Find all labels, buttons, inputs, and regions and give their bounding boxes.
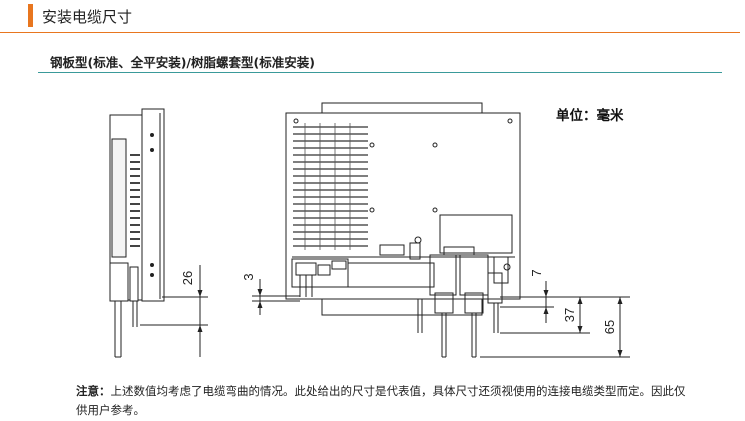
front-dimension-65: 65 — [602, 320, 617, 334]
side-view — [109, 108, 165, 358]
front-dimension-7: 7 — [529, 269, 544, 276]
header-divider — [0, 32, 740, 33]
section-header: 安装电缆尺寸 — [0, 0, 740, 33]
cable-dimension-drawing: 26 — [109, 102, 630, 358]
front-dimension-mid — [500, 297, 590, 334]
side-dimension — [140, 265, 208, 357]
front-dimension-37: 37 — [562, 308, 577, 322]
front-dimension-left — [252, 279, 300, 315]
side-dimension-26: 26 — [180, 271, 195, 285]
note-text: 上述数值均考虑了电缆弯曲的情况。此处给出的尺寸是代表值，具体尺寸还须视使用的连接… — [76, 384, 686, 417]
front-dimension-3: 3 — [241, 273, 256, 280]
section-title: 安装电缆尺寸 — [42, 8, 133, 26]
header-accent-bar — [28, 4, 33, 27]
note-paragraph: 注意：上述数值均考虑了电缆弯曲的情况。此处给出的尺寸是代表值，具体尺寸还须视使用… — [76, 382, 686, 420]
subsection-title: 钢板型(标准、全平安装)/树脂螺套型(标准安装) — [50, 55, 315, 70]
subsection-divider — [38, 72, 722, 73]
front-view — [285, 102, 521, 358]
note-label: 注意： — [76, 384, 111, 398]
unit-label: 单位：毫米 — [556, 108, 624, 124]
front-dimension-total — [480, 296, 630, 358]
